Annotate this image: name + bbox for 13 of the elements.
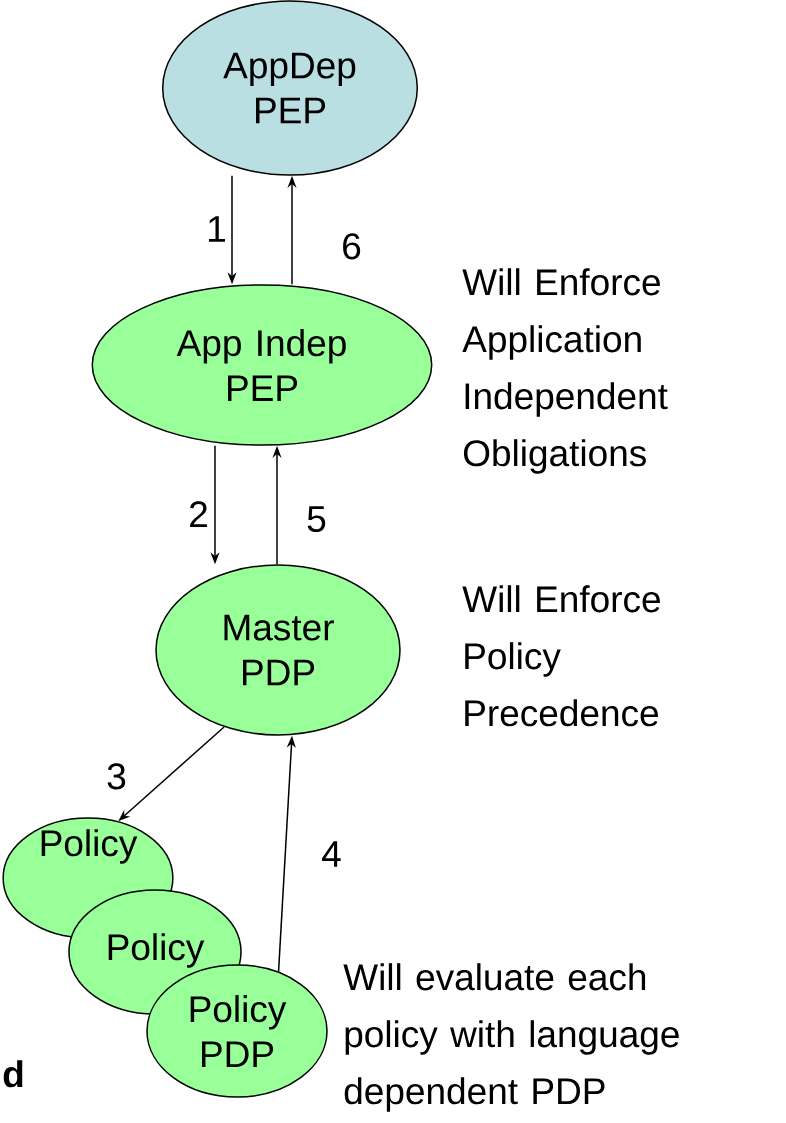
ellipse-node: Master PDP xyxy=(155,564,401,736)
ellipse-node: App Indep PEP xyxy=(91,284,433,446)
edge-label: 6 xyxy=(343,233,361,260)
note-text: Will Enforce Policy Precedence xyxy=(462,585,660,727)
edge-label: 4 xyxy=(322,841,341,867)
note-text: Will evaluate each policy with language dependent PDP xyxy=(343,963,679,1112)
note-text: d xyxy=(3,1060,23,1088)
ellipse-node: AppDep PEP xyxy=(161,0,419,176)
edge-label: 5 xyxy=(307,506,326,532)
edge-label: 2 xyxy=(190,501,207,528)
edge-label: 1 xyxy=(209,216,225,242)
edge-label: 3 xyxy=(107,763,126,790)
note-text: Will Enforce Application Independent Obligations xyxy=(462,268,668,474)
